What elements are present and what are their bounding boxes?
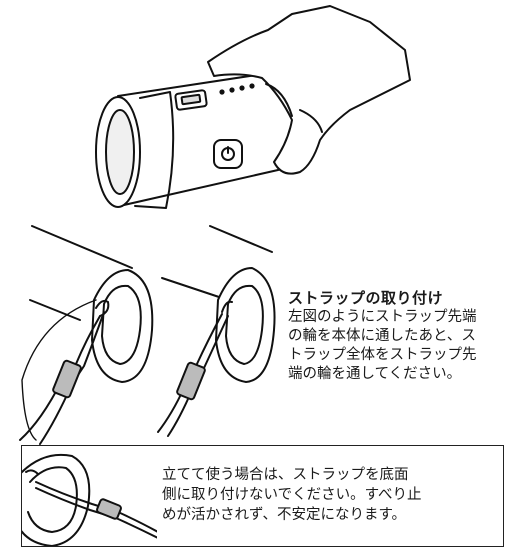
- caution-note-text: 立てて使う場合は、ストラップを底面 側に取り付けないでください。すべり止 めが活…: [162, 467, 422, 523]
- bottom-strap-illustration: [22, 454, 157, 546]
- strap-section-body: 左図のようにストラップ先端 の輪を本体に通したあと、ス トラップ全体をストラップ…: [288, 309, 477, 382]
- caution-note-box: 立てて使う場合は、ストラップを底面 側に取り付けないでください。すべり止 めが活…: [21, 445, 504, 547]
- strap-section-title: ストラップの取り付け: [288, 289, 444, 307]
